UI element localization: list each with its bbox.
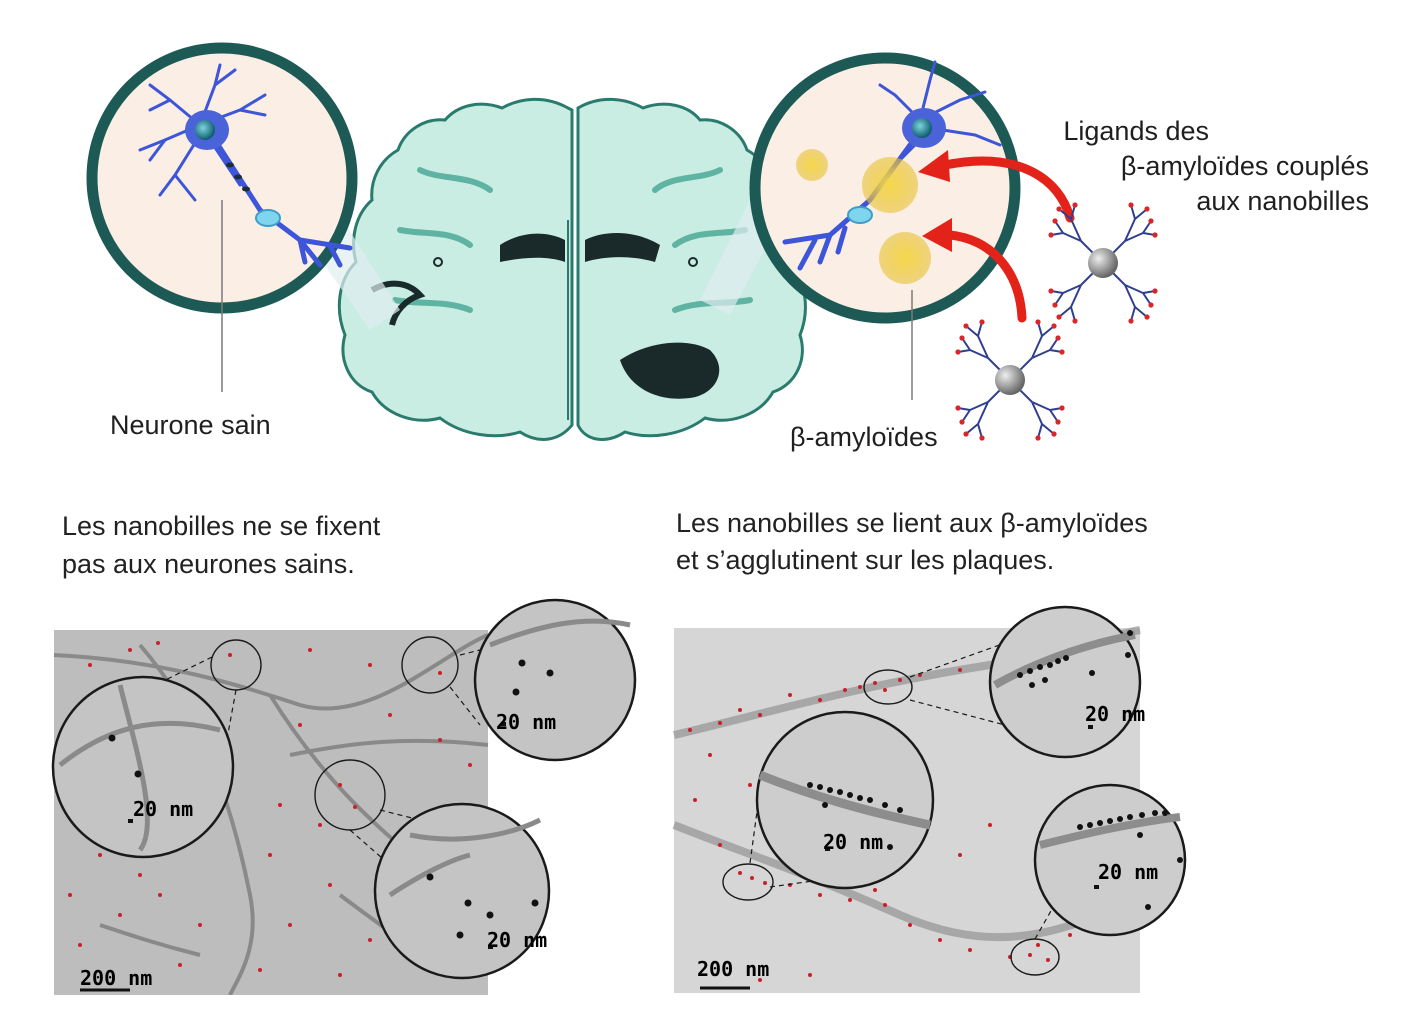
nanoparticle-icon (954, 318, 1066, 442)
neuron-icon (138, 63, 353, 268)
amyloid-label: β-amyloïdes (790, 422, 938, 452)
right-zoom-2 (755, 710, 935, 890)
left-zoom-2 (473, 598, 637, 762)
amyloid-plaque (796, 149, 931, 284)
amyloid-lens (700, 52, 1021, 400)
right-scale-bar: 200 nm (697, 957, 770, 981)
healthy-neuron-lens (86, 42, 400, 392)
right-micrograph (672, 605, 1187, 993)
brain-illustration (86, 42, 1159, 442)
binding-arrows (940, 156, 1075, 323)
ligands-line-1: Ligands des (1063, 116, 1209, 146)
ligands-label: Ligands des β-amyloïdes couplés aux nano… (1063, 114, 1369, 219)
nanoparticle-icon (1047, 201, 1159, 325)
arrow-head-icon (922, 218, 952, 252)
left-zoom-3 (373, 802, 551, 980)
healthy-neuron-label: Neurone sain (110, 410, 271, 440)
right-caption-line-2: et s’agglutinent sur les plaques. (676, 545, 1055, 575)
right-zoom-1-scale: 20 nm (1085, 702, 1146, 726)
brain-section (337, 97, 807, 441)
right-zoom-1 (988, 605, 1142, 759)
left-scale-bar: 200 nm (80, 966, 153, 990)
left-zoom-1-scale: 20 nm (133, 797, 194, 821)
left-zoom-1 (51, 675, 235, 859)
ligands-line-2: β-amyloïdes couplés (1120, 151, 1369, 181)
right-zoom-3-scale: 20 nm (1098, 860, 1159, 884)
right-zoom-3 (1033, 783, 1187, 937)
right-caption-line-1: Les nanobilles se lient aux β-amyloïdes (676, 508, 1148, 538)
left-zoom-3-scale: 20 nm (487, 928, 548, 952)
nanoparticle-dots (68, 641, 472, 977)
right-zoom-2-scale: 20 nm (823, 830, 884, 854)
left-micrograph (51, 598, 637, 995)
arrow-head-icon (918, 150, 950, 182)
left-caption-line-1: Les nanobilles ne se fixent (62, 511, 381, 541)
left-caption-line-2: pas aux neurones sains. (62, 549, 355, 579)
ligands-line-3: aux nanobilles (1196, 186, 1369, 216)
left-zoom-2-scale: 20 nm (496, 710, 557, 734)
